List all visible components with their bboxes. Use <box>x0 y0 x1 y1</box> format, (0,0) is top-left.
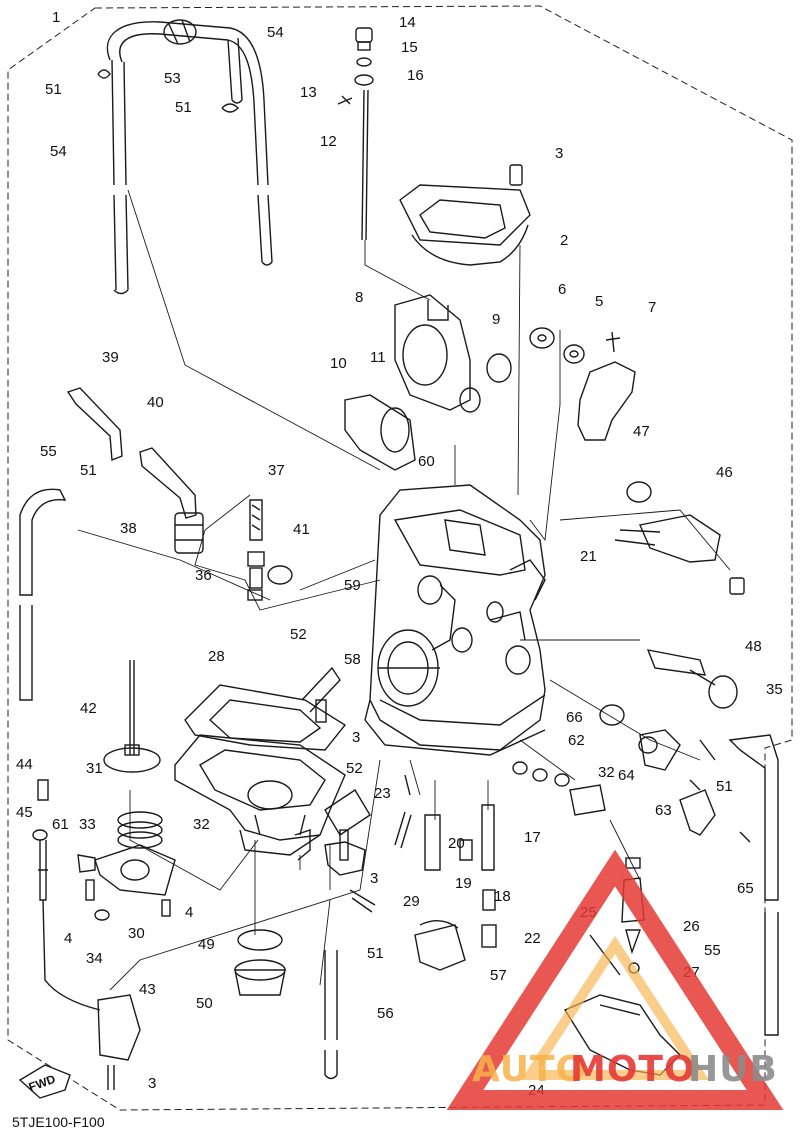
callout-9: 9 <box>492 311 500 328</box>
callout-51: 51 <box>175 99 192 116</box>
callout-20: 20 <box>448 835 465 852</box>
callout-12: 12 <box>320 133 337 150</box>
callout-64: 64 <box>618 767 635 784</box>
callout-10: 10 <box>330 355 347 372</box>
callout-19: 19 <box>455 875 472 892</box>
callout-3: 3 <box>370 870 378 887</box>
callout-53: 53 <box>164 70 181 87</box>
float-bowl <box>174 684 347 856</box>
callout-54: 54 <box>50 143 67 160</box>
callout-4: 4 <box>185 904 193 921</box>
callout-55: 55 <box>704 942 721 959</box>
callout-1: 1 <box>52 9 60 26</box>
callout-8: 8 <box>355 289 363 306</box>
callout-52: 52 <box>346 760 363 777</box>
leader-lines <box>77 189 731 991</box>
watermark-word-auto: AUTO <box>472 1049 587 1090</box>
callout-23: 23 <box>374 785 391 802</box>
callout-21: 21 <box>580 548 597 565</box>
watermark-word-hub: HUB <box>688 1049 778 1090</box>
watermark-triangle-inner <box>520 935 710 1080</box>
callout-44: 44 <box>16 756 33 773</box>
callout-45: 45 <box>16 804 33 821</box>
drawing-code: 5TJE100-F100 <box>12 1114 105 1130</box>
callout-52: 52 <box>290 626 307 643</box>
callout-54: 54 <box>267 24 284 41</box>
callout-6: 6 <box>558 281 566 298</box>
callout-3: 3 <box>148 1075 156 1092</box>
callout-51: 51 <box>367 945 384 962</box>
callout-37: 37 <box>268 462 285 479</box>
fwd-arrow <box>18 1064 71 1099</box>
callout-7: 7 <box>648 299 656 316</box>
callout-3: 3 <box>555 145 563 162</box>
callout-48: 48 <box>745 638 762 655</box>
callout-30: 30 <box>128 925 145 942</box>
jets-and-fittings <box>32 660 497 1090</box>
callout-51: 51 <box>716 778 733 795</box>
callout-66: 66 <box>566 709 583 726</box>
callout-17: 17 <box>524 829 541 846</box>
watermark-word-moto: MOTO <box>570 1049 696 1090</box>
callout-36: 36 <box>195 567 212 584</box>
callout-22: 22 <box>524 930 541 947</box>
callout-59: 59 <box>344 577 361 594</box>
throttle-components <box>344 294 636 471</box>
callout-65: 65 <box>737 880 754 897</box>
callout-3: 3 <box>352 729 360 746</box>
callout-32: 32 <box>193 816 210 833</box>
callout-46: 46 <box>716 464 733 481</box>
callout-13: 13 <box>300 84 317 101</box>
callout-43: 43 <box>139 981 156 998</box>
vent-hoses <box>97 19 273 295</box>
callout-33: 33 <box>79 816 96 833</box>
callout-38: 38 <box>120 520 137 537</box>
right-side-parts <box>512 481 779 1076</box>
callout-32: 32 <box>598 764 615 781</box>
callout-47: 47 <box>633 423 650 440</box>
diagram-parts <box>18 19 779 1099</box>
callout-61: 61 <box>52 816 69 833</box>
callout-49: 49 <box>198 936 215 953</box>
callout-34: 34 <box>86 950 103 967</box>
callout-14: 14 <box>399 14 416 31</box>
callout-5: 5 <box>595 293 603 310</box>
callout-35: 35 <box>766 681 783 698</box>
callout-16: 16 <box>407 67 424 84</box>
left-side-parts <box>19 387 293 701</box>
callout-50: 50 <box>196 995 213 1012</box>
callout-4: 4 <box>64 930 72 947</box>
callout-26: 26 <box>683 918 700 935</box>
callout-18: 18 <box>494 888 511 905</box>
callout-29: 29 <box>403 893 420 910</box>
callout-62: 62 <box>568 732 585 749</box>
callout-28: 28 <box>208 648 225 665</box>
callout-51: 51 <box>45 81 62 98</box>
callout-2: 2 <box>560 232 568 249</box>
carburetor-body <box>364 484 546 756</box>
callout-11: 11 <box>370 349 386 366</box>
top-cover-plate <box>399 164 531 266</box>
callout-58: 58 <box>344 651 361 668</box>
callout-40: 40 <box>147 394 164 411</box>
callout-55: 55 <box>40 443 57 460</box>
callout-39: 39 <box>102 349 119 366</box>
callout-31: 31 <box>86 760 103 777</box>
callout-41: 41 <box>293 521 310 538</box>
callout-42: 42 <box>80 700 97 717</box>
callout-57: 57 <box>490 967 507 984</box>
watermark-triangle-outer <box>446 849 784 1110</box>
callout-60: 60 <box>418 453 435 470</box>
callout-56: 56 <box>377 1005 394 1022</box>
callout-51: 51 <box>80 462 97 479</box>
callout-63: 63 <box>655 802 672 819</box>
callout-15: 15 <box>401 39 418 56</box>
top-needle-parts <box>337 27 374 241</box>
assembly-boundary <box>7 5 793 1111</box>
watermark-logo: AUTO MOTO HUB <box>446 849 784 1110</box>
